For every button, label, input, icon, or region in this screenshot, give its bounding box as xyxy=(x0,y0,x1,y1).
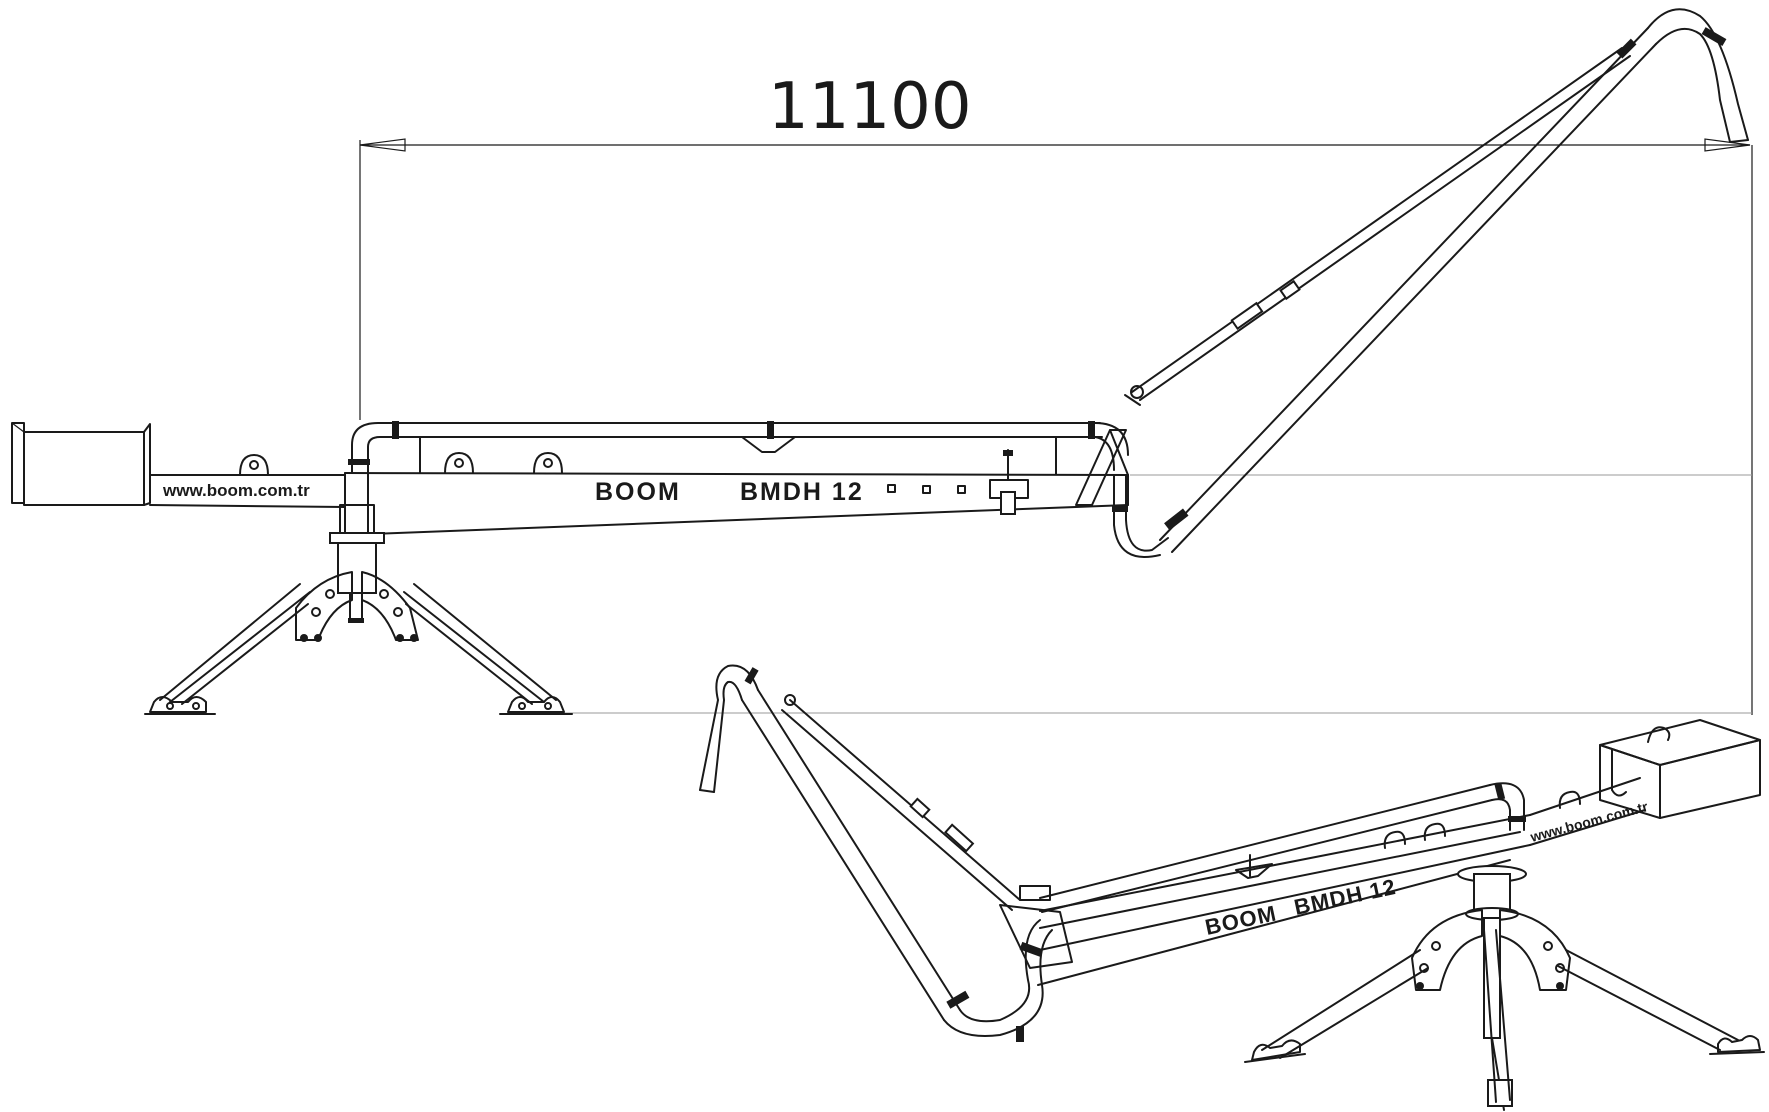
rear-arm: www.boom.com.tr xyxy=(149,454,346,508)
side-model: BMDH 12 xyxy=(740,478,864,506)
perspective-boom: BOOM BMDH 12 xyxy=(1037,814,1531,986)
perspective-rear-arm: www.boom.com.tr xyxy=(1528,777,1650,846)
perspective-pipeline xyxy=(1039,782,1526,913)
side-view: www.boom.com.tr BOOM BMDH 12 xyxy=(11,8,1749,715)
side-website: www.boom.com.tr xyxy=(162,481,310,500)
dimension-value: 11100 xyxy=(768,70,972,144)
side-pipeline xyxy=(348,421,1129,475)
perspective-column xyxy=(1457,865,1527,1111)
counterweight-box xyxy=(11,422,151,506)
perspective-model: BMDH 12 xyxy=(1292,874,1399,920)
dimension-line: 11100 xyxy=(359,70,1753,715)
perspective-website: www.boom.com.tr xyxy=(1528,798,1650,845)
side-arm-two xyxy=(1112,8,1749,558)
main-boom: BOOM BMDH 12 xyxy=(344,429,1129,536)
perspective-base xyxy=(1244,909,1765,1103)
side-base xyxy=(144,571,573,715)
perspective-arm-two xyxy=(699,664,1073,1042)
side-brand: BOOM xyxy=(595,478,681,506)
side-column xyxy=(329,504,385,623)
perspective-counterweight xyxy=(1599,719,1761,819)
perspective-view: www.boom.com.tr BOOM BMDH 12 xyxy=(699,664,1765,1111)
